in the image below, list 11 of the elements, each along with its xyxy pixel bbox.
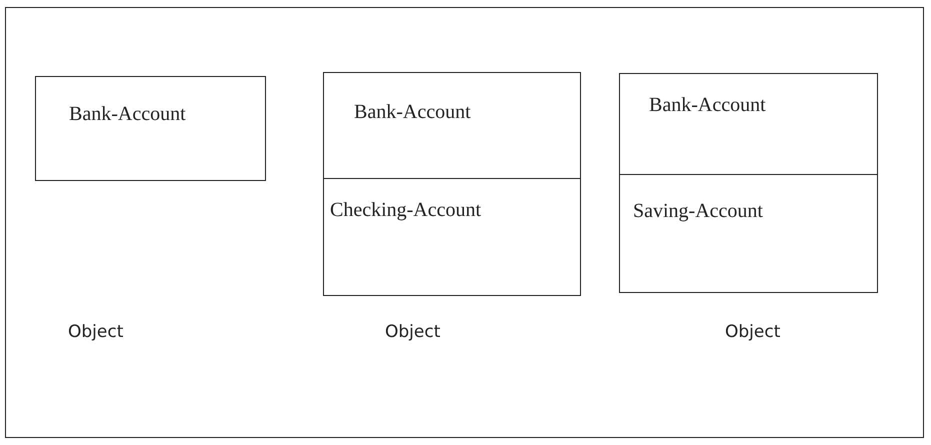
class-name: Saving-Account — [633, 200, 763, 223]
class-box — [619, 73, 878, 293]
class-name: Bank-Account — [649, 94, 766, 117]
object-caption: Object — [68, 322, 124, 342]
object-box — [35, 76, 266, 181]
object-caption: Object — [385, 322, 440, 342]
object-caption: Object — [725, 322, 780, 342]
class-name: Checking-Account — [330, 199, 482, 222]
class-name: Bank-Account — [69, 103, 186, 126]
class-box — [323, 72, 581, 296]
class-name: Bank-Account — [354, 101, 471, 124]
